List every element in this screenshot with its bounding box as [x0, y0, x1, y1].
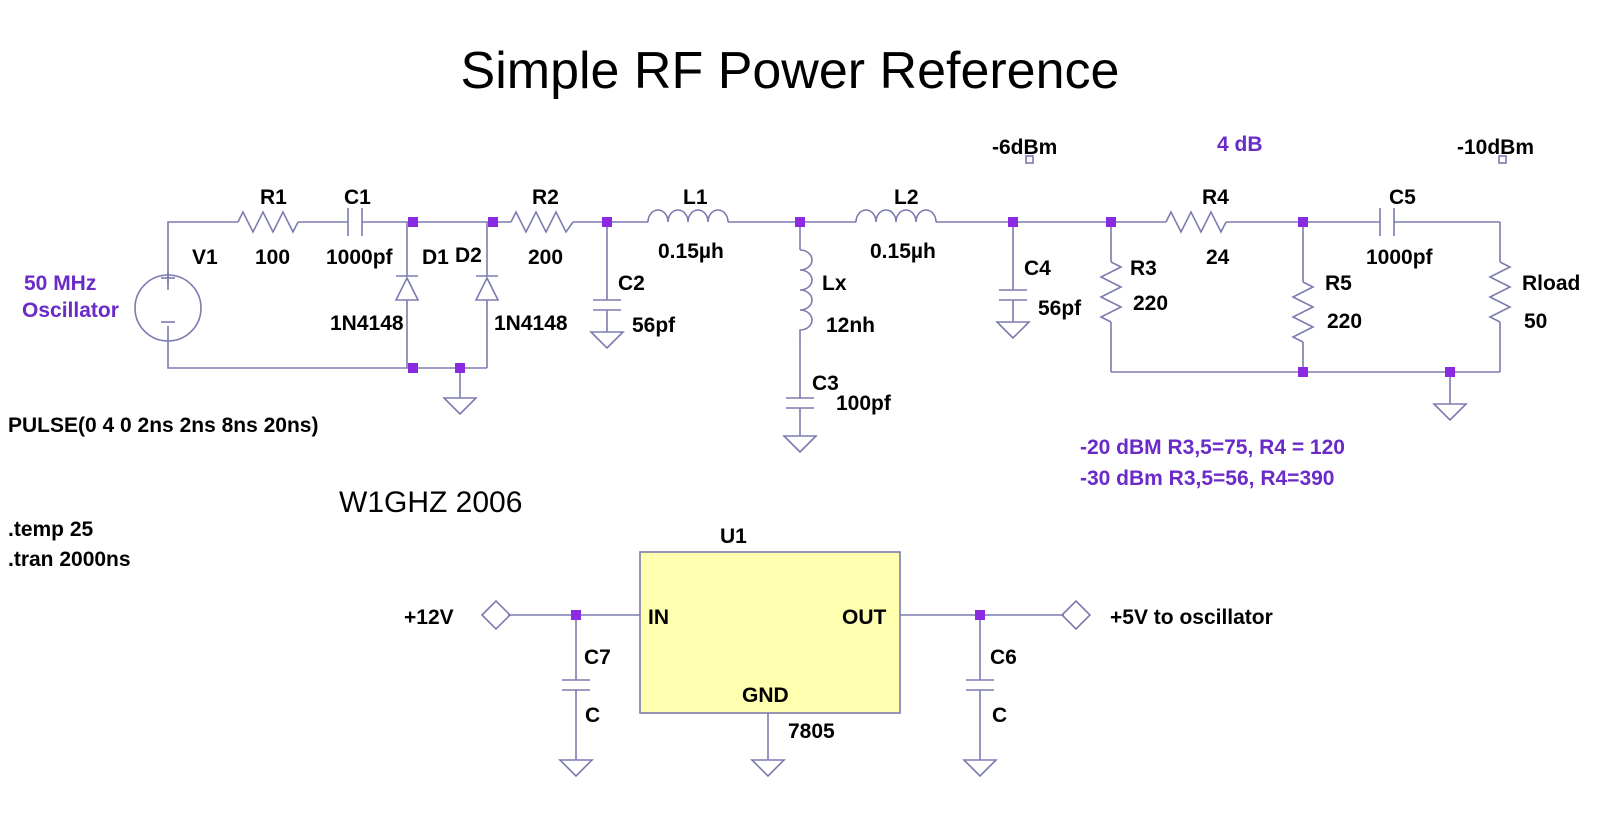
v1-desc-line1: 50 MHz: [24, 272, 96, 295]
capacitor-c2: [593, 299, 621, 311]
ground-c2: [589, 331, 625, 350]
r1-ref: R1: [260, 186, 287, 209]
ground-u1: [750, 759, 786, 778]
c7-value: C: [585, 704, 600, 727]
lx-ref: Lx: [822, 272, 847, 295]
c3-ref: C3: [812, 372, 839, 395]
d2-value: 1N4148: [494, 312, 568, 335]
c5-value: 1000pf: [1366, 246, 1434, 269]
inductor-l1: [647, 209, 729, 223]
resistor-rload: [1488, 261, 1512, 323]
capacitor-c4: [999, 289, 1027, 301]
l1-value: 0.15µh: [658, 240, 724, 263]
resistor-r2: [510, 210, 574, 234]
rload-value: 50: [1524, 310, 1547, 333]
regulator-u1-body: [639, 551, 901, 714]
resistor-r4: [1165, 210, 1227, 234]
d1-value: 1N4148: [330, 312, 404, 335]
port-5v-diamond: [1060, 599, 1092, 631]
ground-load: [1432, 403, 1468, 422]
r4-value: 24: [1206, 246, 1230, 269]
r5-ref: R5: [1325, 272, 1352, 295]
capacitor-c6: [966, 679, 994, 691]
diagram-title: Simple RF Power Reference: [461, 42, 1120, 100]
r4-ref: R4: [1202, 186, 1229, 209]
c2-ref: C2: [618, 272, 645, 295]
c5-ref: C5: [1389, 186, 1416, 209]
l1-ref: L1: [683, 186, 708, 209]
author-label: W1GHZ 2006: [339, 486, 522, 519]
inductor-lx: [799, 249, 813, 340]
c1-ref: C1: [344, 186, 371, 209]
l2-ref: L2: [894, 186, 919, 209]
u1-ref: U1: [720, 525, 747, 548]
c3-value: 100pf: [836, 392, 892, 415]
spice-pulse: PULSE(0 4 0 2ns 2ns 8ns 20ns): [8, 414, 318, 437]
c4-value: 56pf: [1038, 297, 1082, 320]
l2-value: 0.15µh: [870, 240, 936, 263]
inductor-l2: [855, 209, 937, 223]
d1-ref: D1: [422, 246, 449, 269]
port-5v-label: +5V to oscillator: [1110, 606, 1273, 629]
ground-c4: [995, 321, 1031, 340]
net-label-minus6dbm: -6dBm: [992, 136, 1057, 159]
u1-pin-gnd: GND: [742, 684, 789, 707]
resistor-r3: [1099, 261, 1123, 323]
r3-ref: R3: [1130, 257, 1157, 280]
r2-ref: R2: [532, 186, 559, 209]
capacitor-c5: [1379, 208, 1395, 236]
spice-temp: .temp 25: [8, 518, 94, 541]
r1-value: 100: [255, 246, 290, 269]
capacitor-c1: [347, 208, 363, 236]
capacitor-c7: [562, 679, 590, 691]
lx-value: 12nh: [826, 314, 875, 337]
voltage-source-v1: [134, 271, 202, 342]
net-label-minus10dbm: -10dBm: [1457, 136, 1534, 159]
diode-d2: [474, 275, 500, 301]
net-markers: [1025, 155, 1507, 164]
c4-ref: C4: [1024, 257, 1051, 280]
v1-ref: V1: [192, 246, 218, 269]
resistor-r5: [1291, 281, 1315, 343]
rload-ref: Rload: [1522, 272, 1580, 295]
r2-value: 200: [528, 246, 563, 269]
r3-value: 220: [1133, 292, 1168, 315]
spice-tran: .tran 2000ns: [8, 548, 131, 571]
net-label-attenuation: 4 dB: [1217, 133, 1263, 156]
ground-c6: [962, 759, 998, 778]
u1-value: 7805: [788, 720, 835, 743]
note-line1: -20 dBM R3,5=75, R4 = 120: [1080, 436, 1345, 459]
d2-ref: D2: [455, 244, 482, 267]
c6-value: C: [992, 704, 1007, 727]
port-12v-diamond: [480, 599, 512, 631]
resistor-r1: [237, 210, 299, 234]
c2-value: 56pf: [632, 314, 676, 337]
c7-ref: C7: [584, 646, 611, 669]
port-12v-label: +12V: [404, 606, 454, 629]
ground-symbols: [442, 321, 1468, 778]
ground-c7: [558, 759, 594, 778]
junction-nodes: [408, 217, 1455, 620]
c1-value: 1000pf: [326, 246, 394, 269]
ground-d: [442, 397, 478, 416]
u1-pin-out: OUT: [842, 606, 887, 629]
r5-value: 220: [1327, 310, 1362, 333]
u1-pin-in: IN: [648, 606, 669, 629]
v1-desc-line2: Oscillator: [22, 299, 119, 322]
note-line2: -30 dBm R3,5=56, R4=390: [1080, 467, 1334, 490]
capacitor-c3: [786, 397, 814, 409]
c6-ref: C6: [990, 646, 1017, 669]
ground-c3: [782, 435, 818, 454]
diode-d1: [394, 275, 420, 301]
